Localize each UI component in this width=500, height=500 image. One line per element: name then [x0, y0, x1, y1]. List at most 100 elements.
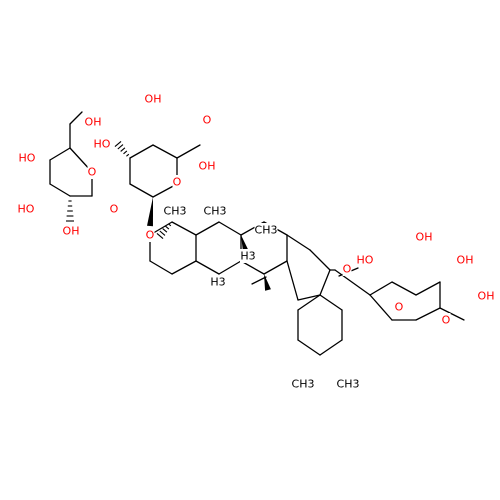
bond-line — [415, 307, 441, 321]
atom-label: OH — [457, 254, 474, 267]
bond-line — [218, 221, 242, 236]
atom-label-background — [394, 300, 404, 314]
wedge-bond — [147, 197, 153, 227]
atom-label-background — [145, 228, 155, 242]
bond-line — [297, 294, 321, 311]
bond-line — [286, 234, 311, 251]
atom-label-background — [63, 224, 79, 238]
bond-line — [171, 221, 197, 236]
atom-label-background — [19, 151, 35, 165]
atom-label: O — [88, 166, 97, 179]
atom-label-background — [357, 253, 373, 267]
bond-line — [49, 183, 71, 197]
atom-label: OH — [63, 225, 80, 238]
bond-line — [195, 221, 220, 236]
atom-label-background — [109, 202, 119, 216]
atom-label-background — [202, 113, 212, 127]
atom-label: HO — [19, 152, 36, 165]
atom-label: CH3 — [204, 205, 227, 218]
atom-label-background — [163, 204, 187, 218]
bond-line — [69, 111, 83, 125]
atom-label-background — [145, 92, 161, 106]
atom-label-background — [18, 202, 34, 216]
atom-label: CH3 — [337, 378, 360, 391]
atom-label: O — [395, 301, 404, 314]
bond-line — [152, 144, 178, 159]
atom-label: OH — [145, 93, 162, 106]
hash-bond-stroke — [168, 223, 172, 227]
atom-label-background — [199, 159, 215, 173]
atom-label: O — [110, 203, 119, 216]
bond-line — [309, 249, 331, 271]
atom-label-background — [210, 275, 226, 289]
stereo-hash-bonds — [66, 140, 172, 240]
atom-label: O — [146, 229, 155, 242]
bond-line — [391, 281, 417, 296]
bond-line — [369, 281, 393, 296]
atom-label: HO — [94, 138, 111, 151]
hash-bond-stroke — [123, 150, 128, 155]
hash-bond-stroke — [114, 140, 122, 148]
bond-line — [319, 294, 343, 311]
atom-label-background — [94, 137, 110, 151]
atom-label: HO — [18, 203, 35, 216]
wedge-bond — [241, 235, 249, 253]
bond-line — [286, 260, 299, 301]
atom-label-background — [336, 377, 360, 391]
atom-label: OH — [199, 160, 216, 173]
wedge-bond — [264, 274, 271, 291]
bond-line — [218, 260, 242, 275]
atom-label-background — [457, 253, 473, 267]
double-bond-line — [251, 276, 267, 285]
bond-line — [334, 269, 371, 296]
bond-line — [439, 307, 465, 321]
atom-label-background — [172, 175, 182, 189]
atom-label: O — [442, 314, 451, 327]
hash-bond-stroke — [126, 153, 130, 157]
hash-bond-stroke — [165, 225, 170, 230]
bond-line — [415, 281, 441, 296]
atom-label: O — [173, 176, 182, 189]
atom-label-background — [240, 249, 256, 263]
stereo-wedge-bonds — [147, 197, 271, 291]
bond-line — [369, 294, 393, 321]
atom-label: H3 — [240, 250, 255, 263]
atom-label-background — [416, 230, 432, 244]
hash-bond-stroke — [162, 228, 168, 233]
atom-label-background — [254, 223, 278, 237]
atom-label: OH — [478, 290, 495, 303]
atom-label: HO — [357, 254, 374, 267]
bond-line — [263, 260, 288, 275]
bond-line — [297, 294, 321, 301]
hash-bond-stroke — [156, 232, 164, 240]
bond-line — [319, 339, 343, 356]
atom-label-background — [85, 115, 101, 129]
atom-label: H3 — [210, 276, 225, 289]
hash-bond-stroke — [159, 230, 166, 236]
bond-line — [195, 260, 220, 275]
hash-bond-stroke — [117, 144, 124, 150]
atom-label: OH — [416, 231, 433, 244]
bond-line — [129, 183, 154, 198]
atom-label-background — [87, 165, 97, 179]
bond-line — [319, 269, 331, 296]
atom-label-background — [441, 313, 451, 327]
bond-line — [297, 339, 321, 356]
atom-label: CH3 — [292, 378, 315, 391]
atom-label-background — [291, 377, 315, 391]
atom-label-background — [203, 204, 227, 218]
bond-line — [149, 260, 173, 275]
bond-line — [240, 260, 265, 275]
bond-line — [171, 260, 197, 275]
atom-label: CH3 — [255, 224, 278, 237]
hash-bond-stroke — [120, 147, 126, 152]
bond-line — [49, 147, 71, 161]
atom-label-background — [342, 262, 352, 276]
atom-label: O — [203, 114, 212, 127]
bond-line — [176, 144, 201, 159]
atom-label: OH — [85, 116, 102, 129]
bond-line — [129, 144, 154, 159]
atom-label: O — [343, 263, 352, 276]
